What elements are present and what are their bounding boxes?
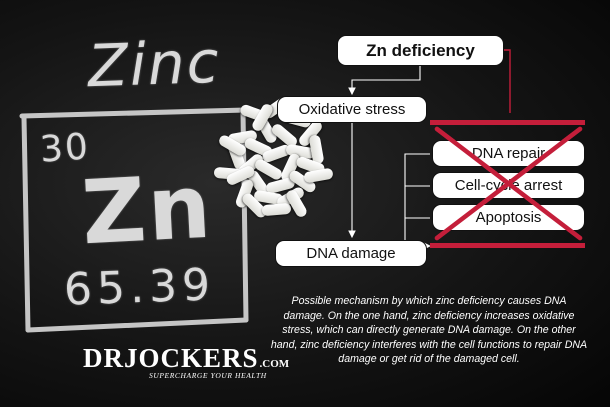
arrow-zn-to-oxidative (348, 66, 421, 96)
node-oxidative-stress: Oxidative stress (277, 96, 427, 123)
inhibition-line-from-zn (504, 49, 511, 113)
drjockers-logo: DRJOCKERS.COM SUPERCHARGE YOUR HEALTH (83, 343, 290, 380)
figure-caption: Possible mechanism by which zinc deficie… (270, 295, 588, 365)
node-dna-repair: DNA repair (432, 140, 585, 167)
node-zn-deficiency: Zn deficiency (337, 35, 504, 66)
node-apoptosis: Apoptosis (432, 204, 585, 231)
red-x-overlay-2 (434, 126, 583, 241)
node-dna-damage: DNA damage (275, 240, 427, 267)
chalk-box-top (19, 107, 249, 119)
chalk-box-left (21, 115, 31, 333)
chalk-box-bottom (25, 317, 249, 333)
logo-domain: .COM (259, 358, 290, 370)
logo-tagline: SUPERCHARGE YOUR HEALTH (149, 371, 267, 380)
logo-name: DRJOCKERS (83, 343, 259, 373)
inhibition-bar-bottom (430, 243, 585, 248)
inhibition-bar-top (430, 120, 585, 125)
